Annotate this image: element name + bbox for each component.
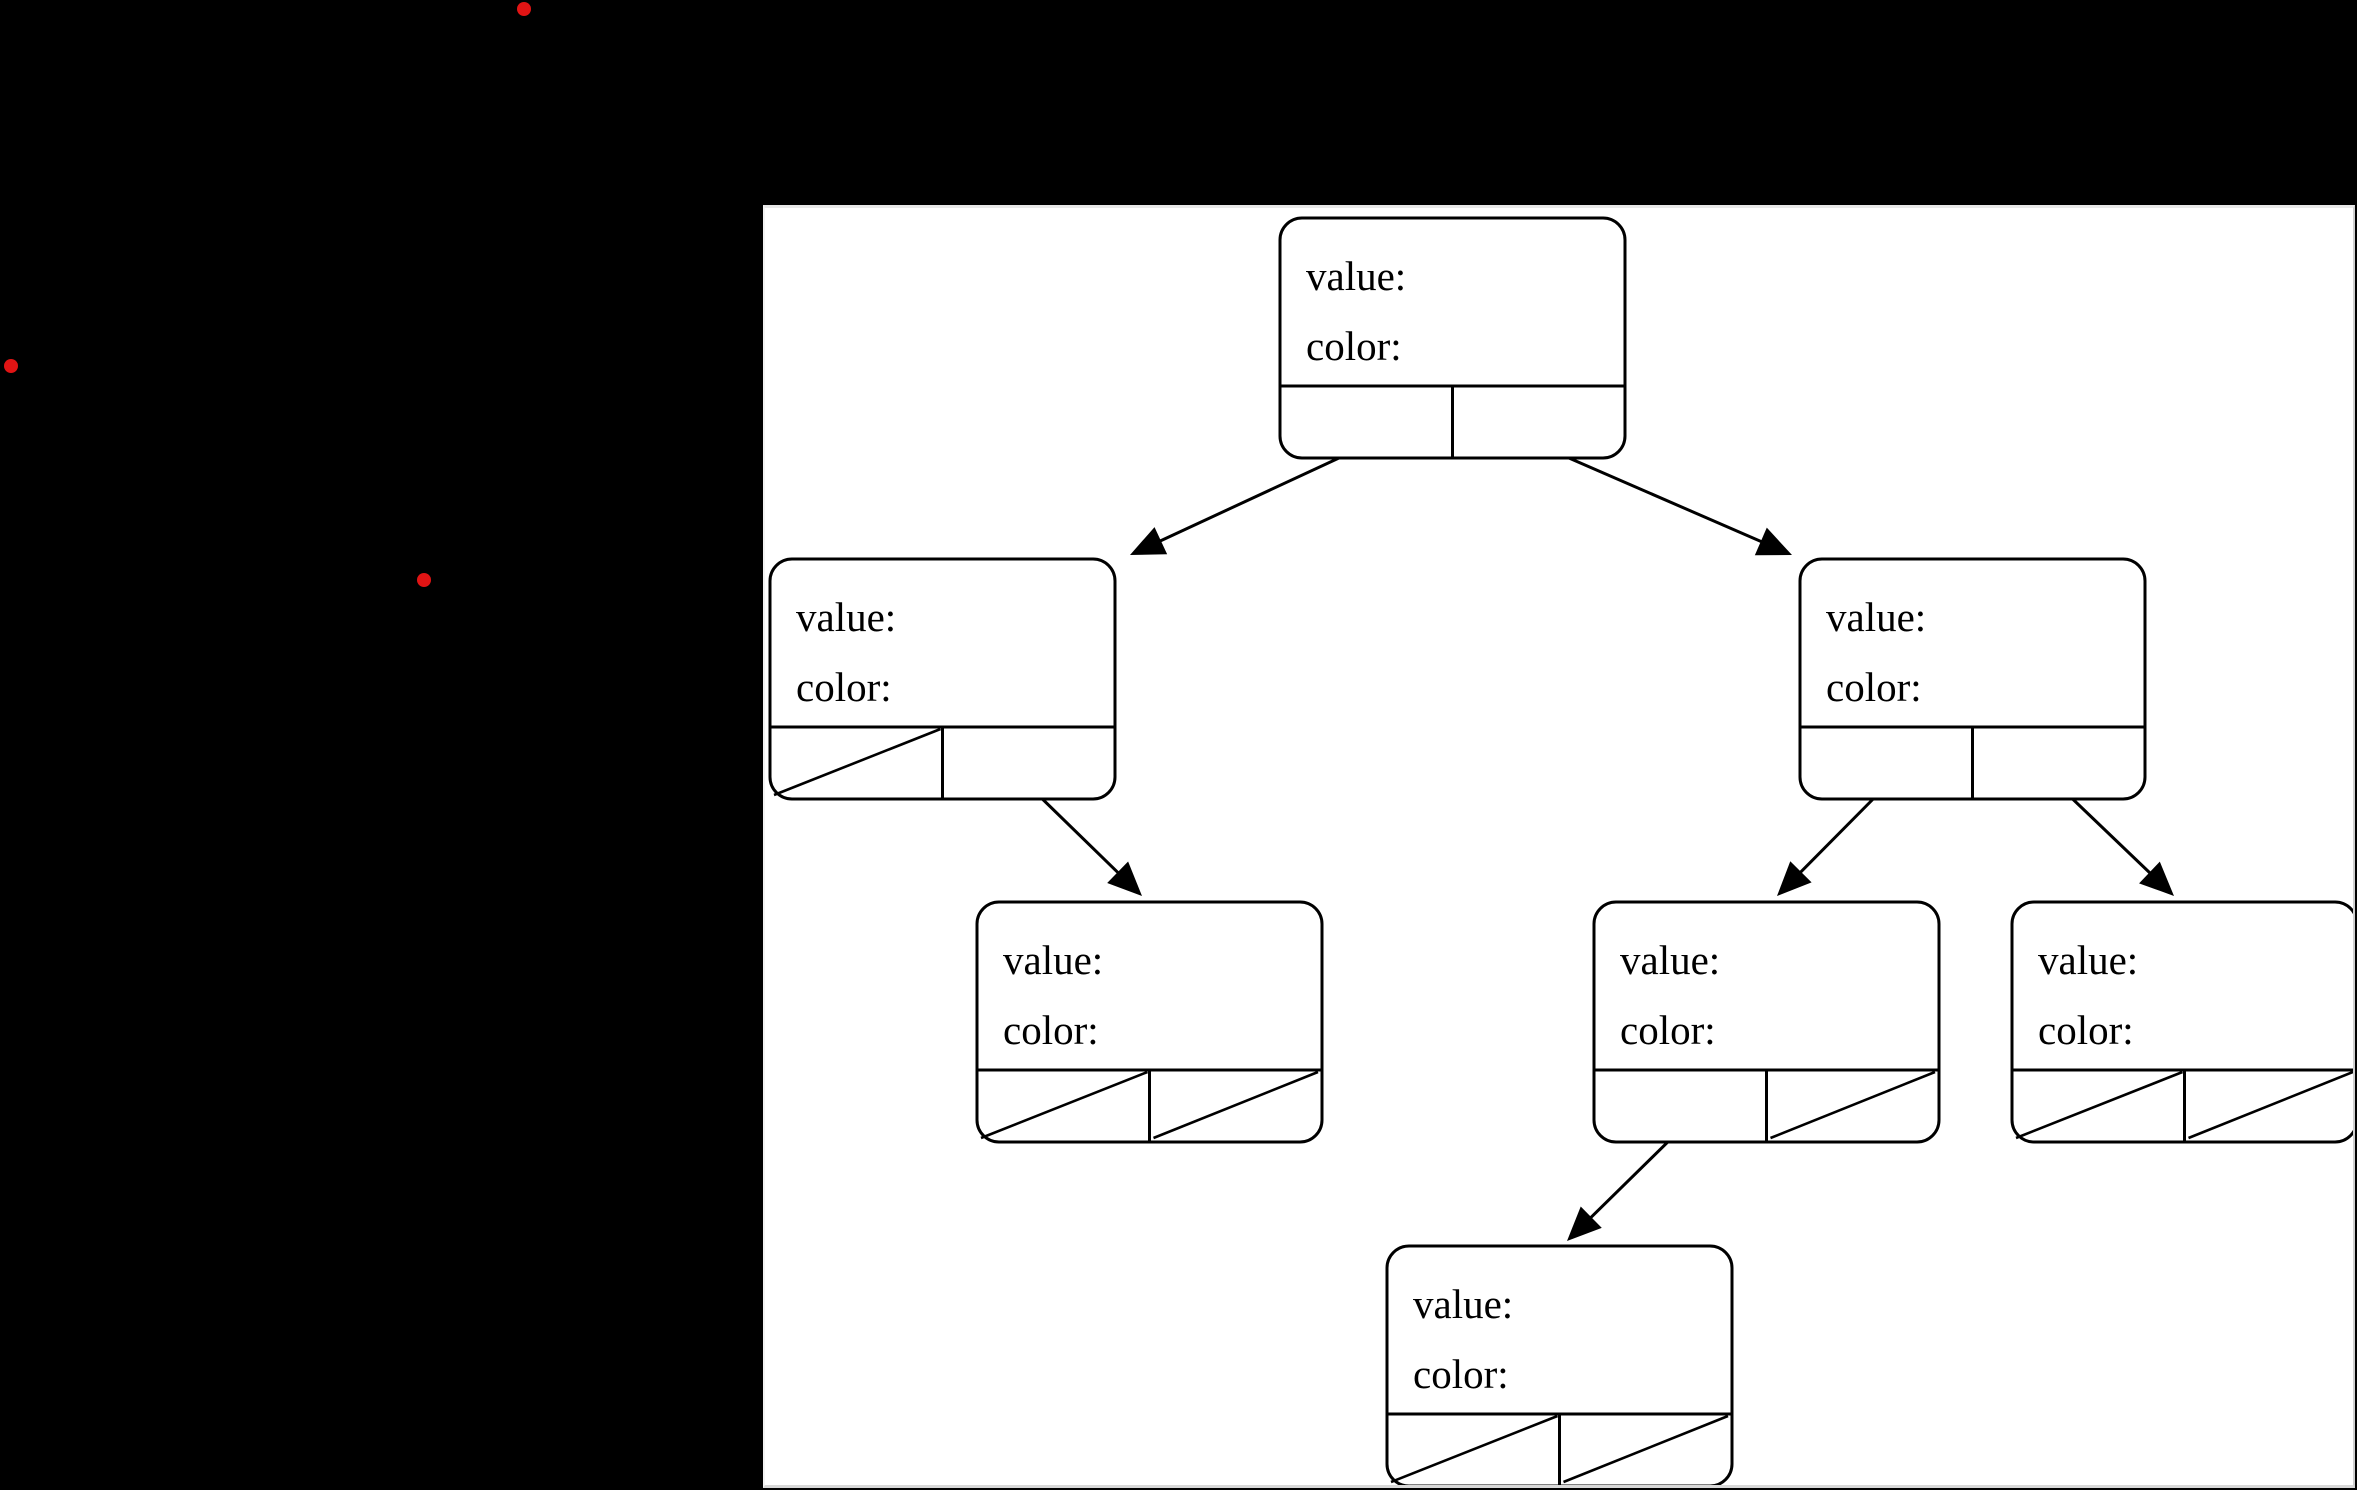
tree-node-right-left-child-value-label: value: <box>1620 937 1720 983</box>
edge-right-to-rightchild <box>2056 783 2174 896</box>
tree-node-left-right-child[interactable]: value: color: <box>975 900 1324 1144</box>
edge-root-to-left-arrowhead <box>1130 527 1168 555</box>
edge-root-to-right-arrowhead <box>1754 527 1792 556</box>
tree-node-right-right-child-left-null-slash <box>2015 1070 2183 1140</box>
tree-diagram-svg: value:color:value:color:value:color:valu… <box>768 216 2355 1486</box>
tree-node-right-right-child-value-label: value: <box>2038 937 2138 983</box>
tree-node-deepest-box[interactable] <box>1385 1244 1734 1486</box>
tree-node-right-value-label: value: <box>1826 594 1926 640</box>
edge-root-to-right <box>1538 443 1792 556</box>
tree-node-left-value-label: value: <box>796 594 896 640</box>
edge-root-to-right-line <box>1538 443 1766 545</box>
marker-dot-3 <box>417 573 431 587</box>
diagram-viewer-panel[interactable]: value:color:value:color:value:color:valu… <box>763 205 2355 1488</box>
edge-root-to-left <box>1130 443 1368 555</box>
edge-rightleft-to-deep-arrowhead <box>1567 1206 1602 1241</box>
tree-node-right-color-label: color: <box>1826 664 1922 710</box>
tree-node-left-right-child-left-null-slash <box>980 1070 1148 1140</box>
tree-node-right-left-child-color-label: color: <box>1620 1007 1716 1053</box>
tree-node-right-right-child-right-null-slash <box>2188 1070 2353 1140</box>
tree-node-root-color-label: color: <box>1306 323 1402 369</box>
edge-rightleft-to-deep <box>1567 1127 1683 1241</box>
edge-right-to-rightchild-arrowhead <box>2139 861 2174 896</box>
tree-node-right-left-child[interactable]: value: color: <box>1592 900 1941 1144</box>
tree-node-right[interactable]: value: color: <box>1798 557 2147 801</box>
tree-node-right-left-child-right-null-slash <box>1770 1070 1936 1140</box>
tree-node-left-right-child-right-null-slash <box>1153 1070 1319 1140</box>
edge-right-to-leftchild-arrowhead <box>1777 861 1812 896</box>
tree-node-left-left-null-slash <box>773 727 941 797</box>
tree-node-deepest[interactable]: value: color: <box>1385 1244 1734 1486</box>
tree-node-left-color-label: color: <box>796 664 892 710</box>
tree-node-deepest-right-null-slash <box>1563 1414 1729 1484</box>
edge-rightleft-to-deep-line <box>1587 1127 1683 1222</box>
edge-right-to-leftchild <box>1777 783 1889 896</box>
tree-node-left-right-child-value-label: value: <box>1003 937 1103 983</box>
tree-node-deepest-left-null-slash <box>1390 1414 1558 1484</box>
tree-node-left-right-child-color-label: color: <box>1003 1007 1099 1053</box>
tree-node-deepest-value-label: value: <box>1413 1281 1513 1327</box>
edges-group <box>1026 443 2174 1241</box>
tree-node-deepest-color-label: color: <box>1413 1351 1509 1397</box>
edge-root-to-left-line <box>1156 443 1368 544</box>
tree-node-right-right-child-color-label: color: <box>2038 1007 2134 1053</box>
edge-left-to-child-arrowhead <box>1107 861 1142 896</box>
tree-node-right-right-child[interactable]: value: color: <box>2010 900 2355 1144</box>
edge-left-to-child <box>1026 783 1142 896</box>
tree-node-left[interactable]: value: color: <box>768 557 1117 801</box>
tree-node-root[interactable]: value: color: <box>1278 216 1627 460</box>
marker-dot-2 <box>4 359 18 373</box>
marker-dot-1 <box>517 2 531 16</box>
tree-node-root-value-label: value: <box>1306 253 1406 299</box>
